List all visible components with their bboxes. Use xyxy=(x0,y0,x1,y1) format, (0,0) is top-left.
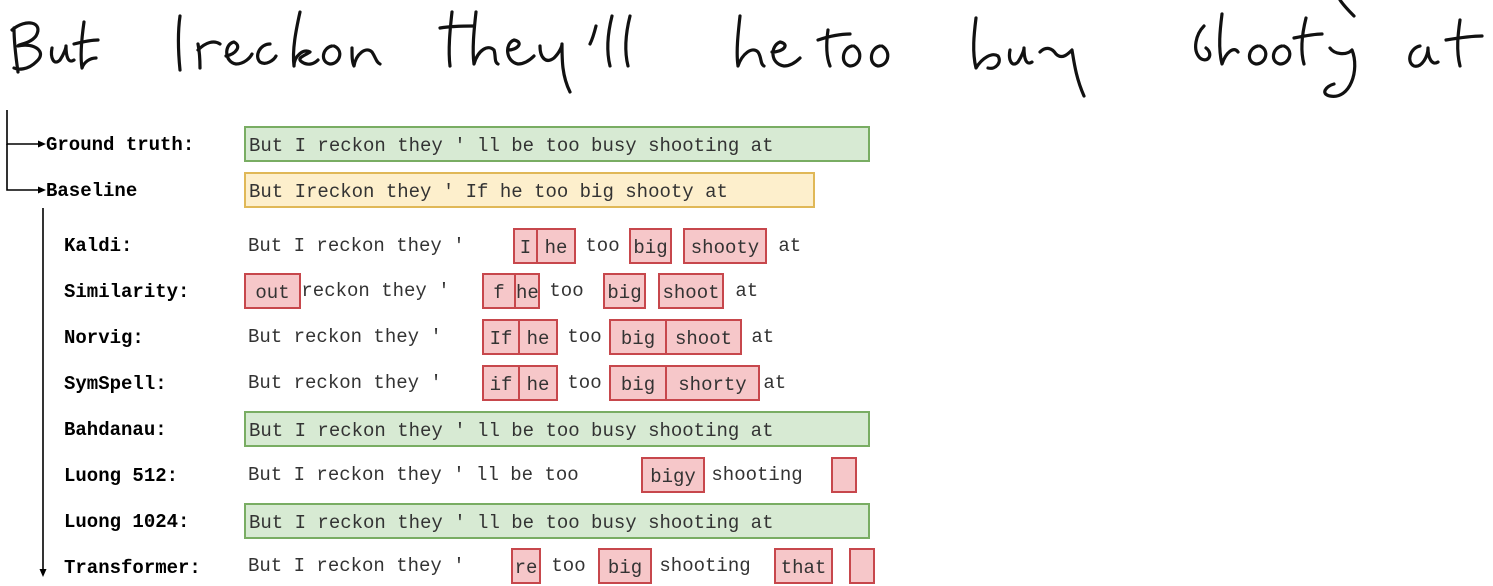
hw-word-at xyxy=(1408,44,1440,68)
similarity-seg-error: big xyxy=(603,273,646,309)
kaldi-label: Kaldi: xyxy=(64,235,133,257)
symspell-seg-plain: at xyxy=(752,372,787,394)
symspell-seg-error: he xyxy=(518,365,558,401)
handwriting-image xyxy=(10,0,1484,98)
arrowhead-baseline xyxy=(38,186,46,194)
hw-word-shooting xyxy=(1194,24,1212,62)
symspell-seg-error: if xyxy=(482,365,520,401)
luong512-seg-error: bigy xyxy=(641,457,705,493)
similarity-seg-error: f xyxy=(482,273,516,309)
symspell-label: SymSpell: xyxy=(64,373,167,395)
transformer-seg-plain: too xyxy=(540,555,598,577)
symspell-seg-plain: But reckon they ' xyxy=(248,372,454,394)
baseline-label: Baseline xyxy=(46,180,138,202)
baseline-text: But Ireckon they ' If he too big shooty … xyxy=(244,172,815,208)
kaldi-seg-plain: But I reckon they ' xyxy=(248,235,477,257)
norvig-seg-plain: But reckon they ' xyxy=(248,326,454,348)
norvig-seg-plain: at xyxy=(740,326,775,348)
kaldi-seg-plain: too xyxy=(574,235,632,257)
luong512-seg-plain: shooting xyxy=(700,464,815,486)
similarity-label: Similarity: xyxy=(64,281,190,303)
luong512-seg-error-empty xyxy=(831,457,857,493)
bahdanau-label: Bahdanau: xyxy=(64,419,167,441)
kaldi-seg-error: big xyxy=(629,228,672,264)
norvig-seg-plain: too xyxy=(556,326,614,348)
transformer-seg-plain: shooting xyxy=(648,555,763,577)
symspell-seg-error: shorty xyxy=(665,365,760,401)
norvig-label: Norvig: xyxy=(64,327,144,349)
transformer-seg-plain: But I reckon they ' xyxy=(248,555,477,577)
norvig-seg-error: If xyxy=(482,319,520,355)
similarity-seg-plain: too xyxy=(538,280,596,302)
ground-truth-text: But I reckon they ' ll be too busy shoot… xyxy=(244,126,870,162)
symspell-seg-error: big xyxy=(609,365,667,401)
arrow-to-baseline xyxy=(6,144,40,191)
hw-word-theyll xyxy=(438,10,476,68)
hw-word-ireckon xyxy=(176,14,182,72)
luong1024-label: Luong 1024: xyxy=(64,511,190,533)
luong512-label: Luong 512: xyxy=(64,465,179,487)
arrowhead-methods xyxy=(39,569,47,577)
hw-word-too xyxy=(816,28,852,68)
hw-word-busy xyxy=(972,16,1001,70)
hw-word-he xyxy=(735,14,766,68)
kaldi-seg-plain: at xyxy=(767,235,802,257)
transformer-label: Transformer: xyxy=(64,557,201,579)
hw-word-but xyxy=(10,21,43,74)
kaldi-seg-error: shooty xyxy=(683,228,767,264)
luong512-seg-plain: But I reckon they ' ll be too xyxy=(248,464,591,486)
arrowhead-ground-truth xyxy=(38,140,46,148)
similarity-seg-error: he xyxy=(514,273,540,309)
norvig-seg-error: he xyxy=(518,319,558,355)
transformer-seg-error: re xyxy=(511,548,541,584)
luong1024-text: But I reckon they ' ll be too busy shoot… xyxy=(244,503,870,539)
symspell-seg-plain: too xyxy=(556,372,614,394)
bahdanau-text: But I reckon they ' ll be too busy shoot… xyxy=(244,411,870,447)
kaldi-seg-error: he xyxy=(536,228,576,264)
norvig-seg-error: big xyxy=(609,319,667,355)
transformer-seg-error: big xyxy=(598,548,652,584)
similarity-seg-error: shoot xyxy=(658,273,724,309)
similarity-seg-error: out xyxy=(244,273,301,309)
norvig-seg-error: shoot xyxy=(665,319,742,355)
transformer-seg-error-empty xyxy=(849,548,875,584)
similarity-seg-plain: reckon they ' xyxy=(290,280,462,302)
kaldi-seg-error: I xyxy=(513,228,538,264)
arrow-to-ground-truth xyxy=(6,110,40,145)
ground-truth-label: Ground truth: xyxy=(46,134,195,156)
transformer-seg-error: that xyxy=(774,548,833,584)
similarity-seg-plain: at xyxy=(724,280,759,302)
